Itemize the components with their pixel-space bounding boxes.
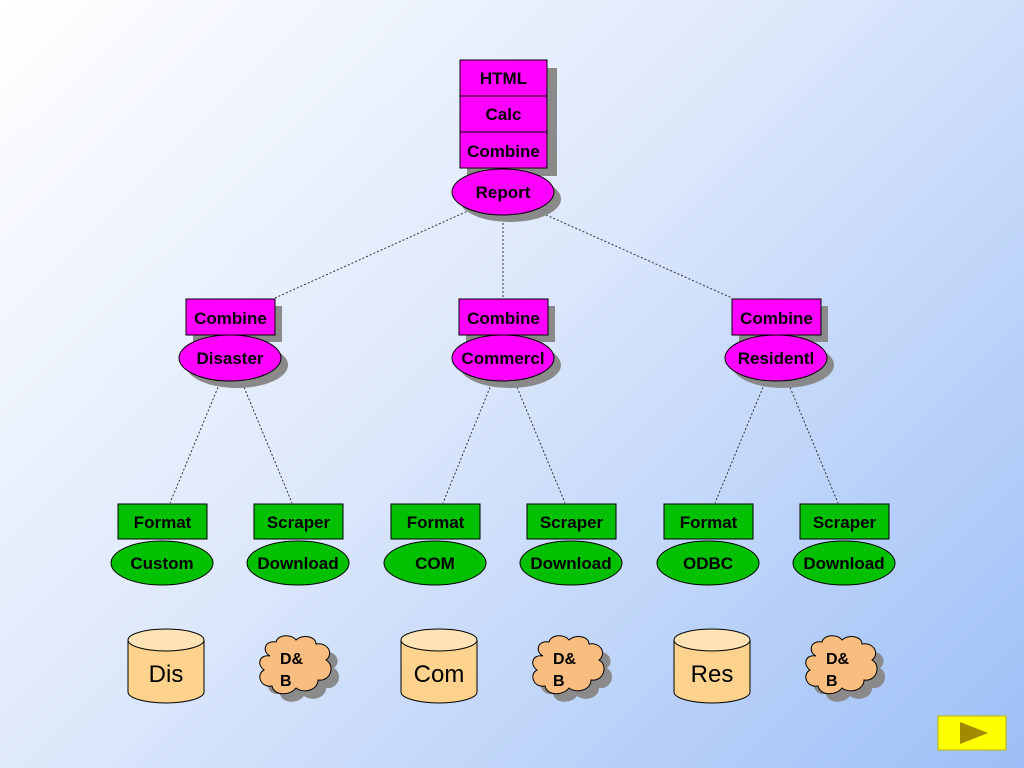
report-label: Report (476, 183, 531, 202)
commercl-label: Commercl (461, 349, 544, 368)
stack-box-calc (459, 95, 548, 133)
leaf-box-label: Format (134, 513, 192, 532)
mid-node-disaster: Combine Disaster (178, 298, 288, 388)
leaf-node-scraper-download: Scraper Download (519, 503, 623, 586)
leaf-node-scraper-download: Scraper Download (246, 503, 350, 586)
mid-box-combine (458, 298, 549, 336)
leaf-node-format-custom: Format Custom (110, 503, 214, 586)
leaf-ellipse-label: ODBC (683, 554, 733, 573)
leaf-box (799, 503, 890, 540)
leaf-ellipse (246, 540, 350, 586)
play-arrow-icon[interactable] (960, 722, 988, 744)
leaf-ellipse-label: Custom (130, 554, 193, 573)
report-ellipse (451, 168, 555, 216)
stack-label-calc: Calc (486, 105, 522, 124)
leaf-ellipse (519, 540, 623, 586)
leaf-node-format-com: Format COM (383, 503, 487, 586)
cloud-label-line2: B (553, 673, 565, 690)
connector-disaster-scraper (240, 379, 293, 504)
leaf-box-label: Scraper (267, 513, 331, 532)
cloud-label-line1: D& (826, 651, 850, 668)
leaf-box-label: Scraper (813, 513, 877, 532)
connectors (169, 209, 839, 504)
leaf-ellipse (110, 540, 214, 586)
leaf-box-label: Format (407, 513, 465, 532)
disaster-label: Disaster (196, 349, 263, 368)
stack-box-combine (459, 131, 548, 169)
cloud-label-line1: D& (553, 651, 577, 668)
cloud-label-line1: D& (280, 651, 304, 668)
database-cylinder-dis: Dis (127, 628, 205, 704)
cylinder-label: Dis (149, 661, 184, 688)
mid-node-commercl: Combine Commercl (451, 298, 561, 388)
connector-commercl-scraper (513, 379, 566, 504)
leaf-box (390, 503, 481, 540)
leaf-node-format-odbc: Format ODBC (656, 503, 760, 586)
mid-box-label: Combine (194, 309, 267, 328)
leaf-box (117, 503, 208, 540)
cylinder-body (127, 640, 205, 704)
leaf-ellipse (792, 540, 896, 586)
cloud-source-3: D& B (805, 635, 886, 702)
cylinder-body (400, 640, 478, 704)
cylinder-top (400, 628, 478, 652)
connector-report-residentl (534, 209, 733, 299)
cloud-label-line2: B (280, 673, 292, 690)
cylinder-body (673, 640, 751, 704)
leaf-ellipse-label: Download (803, 554, 884, 573)
leaf-ellipse (383, 540, 487, 586)
top-node: HTML Calc Combine Report (451, 59, 561, 222)
leaf-box-label: Format (680, 513, 738, 532)
next-button-bg[interactable] (937, 715, 1007, 751)
stack-label-combine: Combine (467, 142, 540, 161)
leaf-box (663, 503, 754, 540)
connector-residentl-scraper (786, 379, 839, 504)
cylinder-label: Com (414, 661, 465, 688)
connector-commercl-format (442, 379, 494, 504)
residentl-ellipse (724, 334, 828, 382)
connector-disaster-format (169, 379, 222, 504)
stack-label-html: HTML (480, 69, 527, 88)
leaf-ellipse (656, 540, 760, 586)
mid-box-combine (731, 298, 822, 336)
connector-residentl-format (714, 379, 767, 504)
leaf-ellipse-label: COM (415, 554, 455, 573)
cylinder-top (673, 628, 751, 652)
mid-box-label: Combine (467, 309, 540, 328)
database-cylinder-res: Res (673, 628, 751, 704)
leaf-box (526, 503, 617, 540)
cylinder-label: Res (691, 661, 734, 688)
residentl-label: Residentl (738, 349, 815, 368)
leaf-box (253, 503, 344, 540)
cloud-source-2: D& B (532, 635, 613, 702)
cloud-source-1: D& B (259, 635, 340, 702)
connector-report-disaster (274, 209, 471, 299)
cloud-label-line2: B (826, 673, 838, 690)
stack-box-html (459, 59, 548, 97)
database-cylinder-com: Com (400, 628, 478, 704)
cylinder-top (127, 628, 205, 652)
leaf-ellipse-label: Download (530, 554, 611, 573)
leaf-ellipse-label: Download (257, 554, 338, 573)
leaf-node-scraper-download: Scraper Download (792, 503, 896, 586)
commercl-ellipse (451, 334, 555, 382)
mid-node-residentl: Combine Residentl (724, 298, 834, 388)
mid-box-label: Combine (740, 309, 813, 328)
leaf-box-label: Scraper (540, 513, 604, 532)
next-slide-button[interactable] (937, 715, 1007, 751)
disaster-ellipse (178, 334, 282, 382)
